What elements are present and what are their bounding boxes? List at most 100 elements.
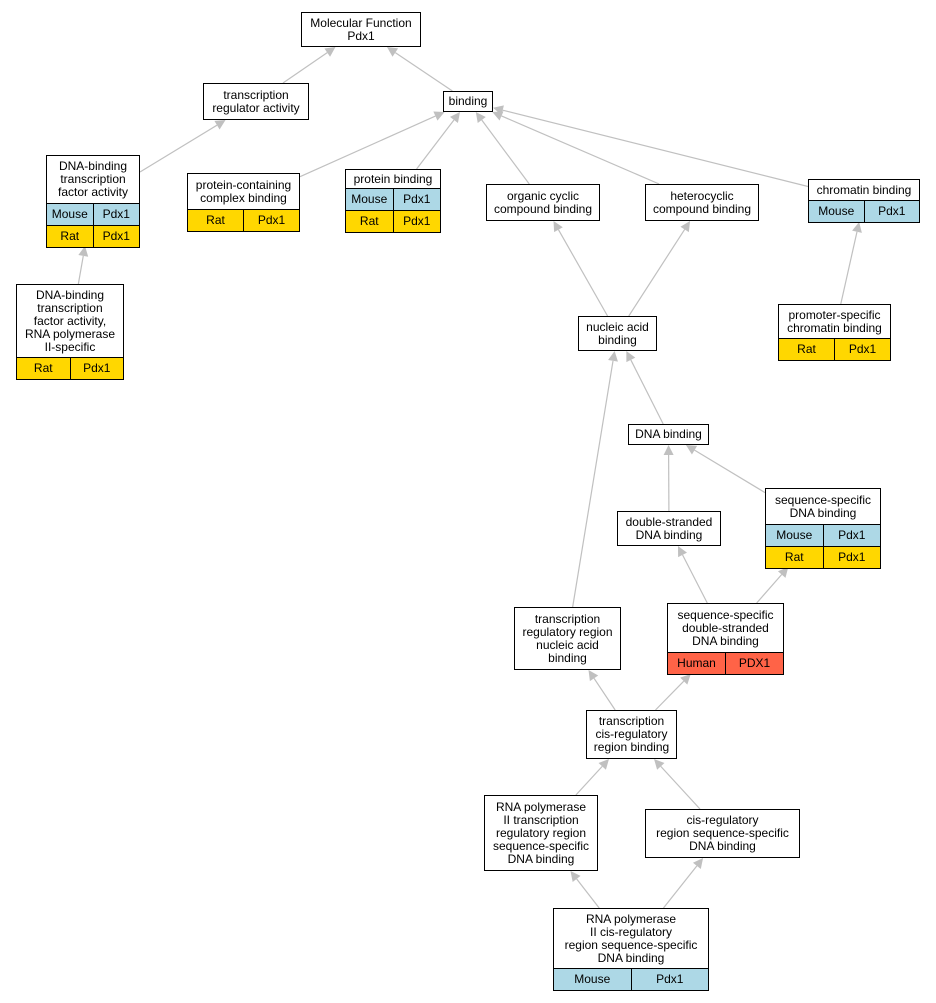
go-term-label: RNA polymerase II transcription regulato… xyxy=(492,799,590,866)
edge-dnab-nab xyxy=(630,359,664,425)
arrowhead xyxy=(324,47,336,57)
arrowhead xyxy=(677,546,688,558)
edge-pccb-binding xyxy=(299,115,436,178)
go-term-dsdb[interactable]: double-stranded DNA binding xyxy=(617,511,721,546)
species-cell: Rat xyxy=(766,547,823,568)
arrowhead xyxy=(598,759,609,770)
go-term-label: protein binding xyxy=(353,171,433,186)
go-term-dbtfa2[interactable]: DNA-binding transcription factor activit… xyxy=(16,284,124,380)
edge-pb-binding xyxy=(416,119,455,170)
go-term-mf[interactable]: Molecular Function Pdx1 xyxy=(301,12,421,47)
gene-cell: PDX1 xyxy=(725,653,783,674)
go-term-ssdsdb[interactable]: sequence-specific double-stranded DNA bi… xyxy=(667,603,784,675)
species-cell: Mouse xyxy=(346,189,393,210)
go-term-occb[interactable]: organic cyclic compound binding xyxy=(486,184,600,221)
go-term-label: DNA-binding transcription factor activit… xyxy=(57,159,129,199)
go-term-crrss[interactable]: cis-regulatory region sequence-specific … xyxy=(645,809,800,858)
species-cell: Mouse xyxy=(766,525,823,546)
arrowhead xyxy=(680,674,691,685)
edge-tcrrb-trrnab xyxy=(593,677,616,711)
edge-pscb-cb xyxy=(840,231,858,305)
arrowhead xyxy=(214,120,226,130)
arrowhead xyxy=(433,111,445,121)
go-term-dnab[interactable]: DNA binding xyxy=(628,424,709,445)
go-term-nab[interactable]: nucleic acid binding xyxy=(578,316,657,351)
go-term-label: binding xyxy=(448,94,488,108)
gene-cell: Pdx1 xyxy=(834,339,890,360)
go-term-label: promoter-specific chromatin binding xyxy=(787,307,882,335)
go-term-label: cis-regulatory region sequence-specific … xyxy=(656,813,789,853)
go-term-label: sequence-specific DNA binding xyxy=(774,492,872,520)
arrowhead xyxy=(680,221,691,233)
arrowhead xyxy=(654,759,665,770)
go-term-rp2crr[interactable]: RNA polymerase II cis-regulatory region … xyxy=(553,908,709,991)
arrowhead xyxy=(777,567,789,578)
go-term-label: DNA-binding transcription factor activit… xyxy=(24,287,116,354)
edge-nab-hcb xyxy=(628,229,686,317)
go-term-label: organic cyclic compound binding xyxy=(493,188,593,216)
gene-cell: Pdx1 xyxy=(243,210,299,231)
gene-cell: Pdx1 xyxy=(69,358,123,379)
arrowhead xyxy=(608,351,618,362)
species-cell: Mouse xyxy=(809,201,864,222)
arrowhead xyxy=(78,246,89,257)
arrowhead xyxy=(852,222,862,233)
edge-ssdb-dnab xyxy=(694,449,766,494)
go-term-rp2trr[interactable]: RNA polymerase II transcription regulato… xyxy=(484,795,598,871)
edge-crrss-tcrrb xyxy=(660,765,701,810)
go-term-tcrrb[interactable]: transcription cis-regulatory region bind… xyxy=(586,710,677,759)
gene-cell: Pdx1 xyxy=(92,204,139,225)
go-term-label: sequence-specific double-stranded DNA bi… xyxy=(677,607,774,648)
edge-tcrrb-ssdsdb xyxy=(655,680,685,711)
arrowhead xyxy=(692,858,704,869)
edge-dbtfa-tra xyxy=(139,124,218,173)
arrowhead xyxy=(449,112,461,123)
go-term-label: heterocyclic compound binding xyxy=(652,188,752,216)
go-term-binding[interactable]: binding xyxy=(443,91,493,112)
arrowhead xyxy=(588,670,599,682)
arrowhead xyxy=(493,105,504,116)
go-term-hcb[interactable]: heterocyclic compound binding xyxy=(645,184,759,221)
gene-cell: Pdx1 xyxy=(822,547,880,568)
species-cell: Mouse xyxy=(554,969,631,990)
edge-trrnab-nab xyxy=(572,360,614,608)
species-cell: Rat xyxy=(346,211,393,232)
go-term-tra[interactable]: transcription regulator activity xyxy=(203,83,309,120)
species-cell: Mouse xyxy=(47,204,93,225)
species-cell: Rat xyxy=(188,210,243,231)
species-cell: Rat xyxy=(17,358,70,379)
edge-rp2crr-crrss xyxy=(663,865,698,909)
gene-cell: Pdx1 xyxy=(863,201,919,222)
arrowhead xyxy=(685,445,698,455)
species-cell: Human xyxy=(668,653,725,674)
edge-tra-mf xyxy=(282,52,328,84)
go-term-dbtfa[interactable]: DNA-binding transcription factor activit… xyxy=(46,155,140,248)
go-term-label: chromatin binding xyxy=(816,182,912,197)
species-cell: Rat xyxy=(47,226,93,247)
arrowhead xyxy=(475,112,486,124)
go-term-label: RNA polymerase II cis-regulatory region … xyxy=(564,911,698,965)
go-term-trrnab[interactable]: transcription regulatory region nucleic … xyxy=(514,607,621,670)
go-term-label: protein-containing complex binding xyxy=(195,177,292,205)
go-term-label: double-stranded DNA binding xyxy=(625,514,713,542)
edge-hcb-binding xyxy=(501,115,660,185)
gene-cell: Pdx1 xyxy=(392,211,440,232)
gene-cell: Pdx1 xyxy=(630,969,708,990)
species-cell: Rat xyxy=(779,339,834,360)
edge-binding-mf xyxy=(394,52,453,92)
